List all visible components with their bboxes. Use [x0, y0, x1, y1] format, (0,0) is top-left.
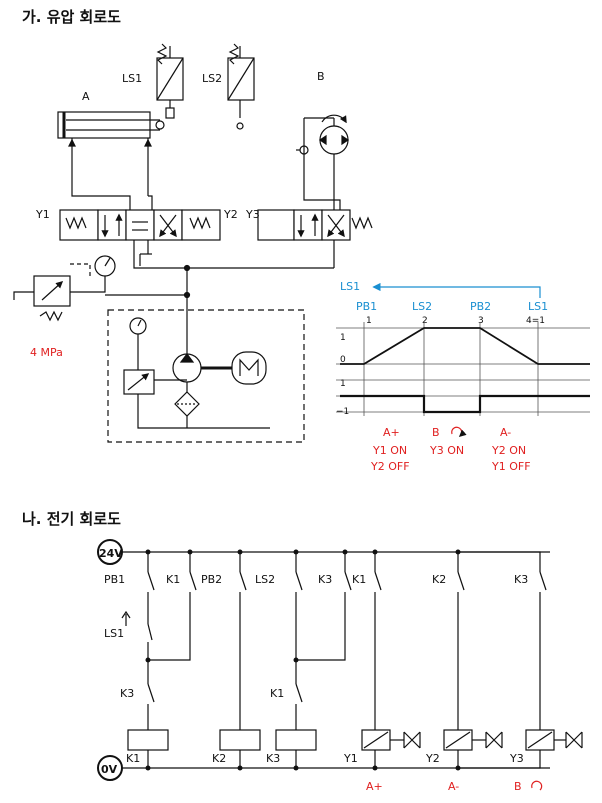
ls1-hydraulic-label: LS1 [122, 72, 142, 85]
directional-valve-2 [257, 190, 373, 268]
directional-valve-1 [59, 209, 221, 266]
action-a-minus-line1: Y2 ON [491, 444, 526, 457]
contact-k3-series: K3 [120, 687, 134, 700]
contact-ls2: LS2 [255, 573, 275, 586]
contact-ls1-series: LS1 [104, 627, 124, 640]
electric-labels: 24V 0V PB1 K1 PB2 LS2 K3 K1 K2 K3 LS1 K3… [99, 547, 528, 793]
cylinder-a [57, 111, 165, 150]
solenoid-y1: Y1 [343, 752, 358, 765]
motor-b-label: B [317, 70, 325, 83]
contact-k1-a: K1 [166, 573, 180, 586]
y-axis-a-0: 0 [340, 355, 346, 365]
step-2: 2 [422, 316, 428, 326]
step-1: 1 [366, 316, 372, 326]
power-unit [107, 309, 305, 443]
step-4: 4=1 [526, 316, 545, 326]
solenoid-action-a-minus: A- [448, 780, 459, 793]
label-0v: 0V [101, 763, 118, 776]
contact-k1-series: K1 [270, 687, 284, 700]
relay-k3: K3 [266, 752, 280, 765]
solenoid-action-b: B [514, 780, 522, 793]
solenoid-action-a-plus: A+ [366, 780, 383, 793]
limit-switch-ls1 [156, 43, 184, 119]
supply-24v-symbol [97, 539, 123, 565]
supply-0v-symbol [97, 755, 123, 781]
motor-b-trace [340, 394, 590, 414]
relay-k1: K1 [126, 752, 140, 765]
timing-diagram: LS1 PB1 LS2 PB2 LS1 1 2 3 4=1 1 0 [336, 280, 590, 473]
y-axis-b-1: 1 [340, 379, 346, 389]
rotation-icon-electric [531, 780, 543, 791]
label-24v: 24V [99, 547, 123, 560]
contact-pb2: PB2 [201, 573, 222, 586]
contact-pb1: PB1 [104, 573, 125, 586]
relief-pressure-label: 4 MPa [30, 346, 63, 359]
y-axis-a-1: 1 [340, 333, 346, 343]
solenoid-y3: Y3 [509, 752, 524, 765]
timing-return-label: LS1 [340, 280, 360, 293]
action-a-minus: A- [500, 426, 511, 439]
action-b: B [432, 426, 440, 439]
action-a-minus-line2: Y1 OFF [491, 460, 531, 473]
hydraulic-motor-b [296, 114, 350, 190]
electric-circuit-title: 나. 전기 회로도 [22, 510, 121, 528]
action-a-plus-line2: Y2 OFF [370, 460, 410, 473]
contact-k3-a: K3 [318, 573, 332, 586]
contact-k3-b: K3 [514, 573, 528, 586]
electric-circuit [97, 539, 583, 781]
rotation-icon [451, 426, 467, 437]
y2-hydraulic-label: Y2 [223, 208, 238, 221]
event-ls2: LS2 [412, 300, 432, 313]
y1-hydraulic-label: Y1 [35, 208, 50, 221]
event-ls1: LS1 [528, 300, 548, 313]
cylinder-a-label: A [82, 90, 90, 103]
relay-k2: K2 [212, 752, 226, 765]
contact-k2: K2 [432, 573, 446, 586]
ls1-actuation-arrow-icon [121, 610, 131, 626]
y-axis-b-minus1: −1 [336, 407, 349, 417]
action-a-plus: A+ [383, 426, 400, 439]
step-3: 3 [478, 316, 484, 326]
limit-switch-ls2 [227, 43, 255, 130]
relief-valve [13, 255, 116, 322]
y3-hydraulic-label: Y3 [245, 208, 260, 221]
timing-grid [336, 322, 590, 416]
solenoid-y2: Y2 [425, 752, 440, 765]
return-arrow [372, 282, 541, 298]
ls2-hydraulic-label: LS2 [202, 72, 222, 85]
contact-k1-b: K1 [352, 573, 366, 586]
hydraulic-circuit-title: 가. 유압 회로도 [22, 8, 121, 26]
cylinder-a-trace [340, 327, 590, 365]
hydraulic-circuit: A LS1 LS2 [13, 43, 373, 443]
event-pb2: PB2 [470, 300, 491, 313]
action-b-line1: Y3 ON [429, 444, 464, 457]
event-pb1: PB1 [356, 300, 377, 313]
action-a-plus-line1: Y1 ON [372, 444, 407, 457]
